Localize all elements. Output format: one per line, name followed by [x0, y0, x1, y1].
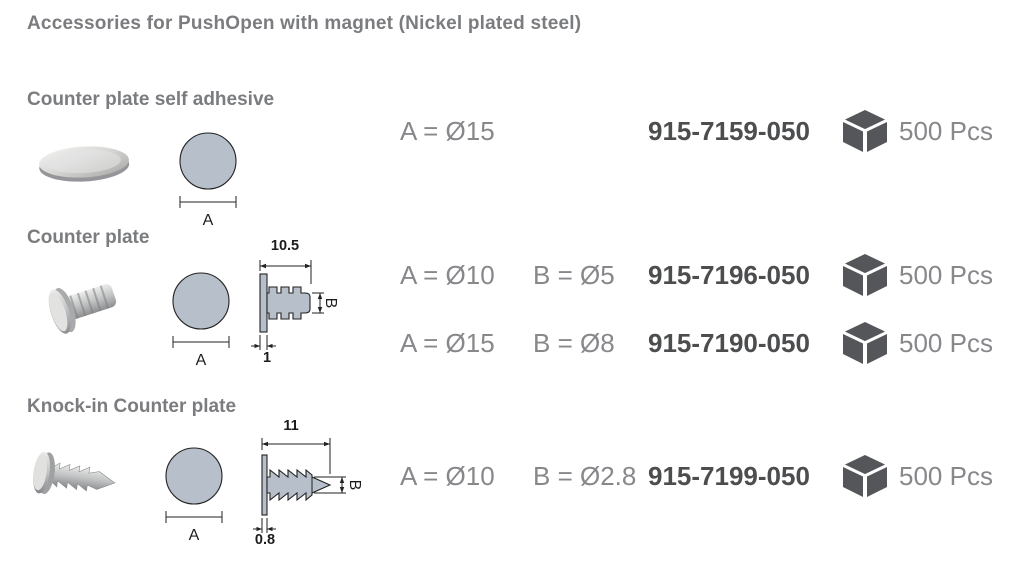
pack-quantity: 500 Pcs [899, 461, 993, 491]
diagram-dim-label-a: A [202, 212, 214, 229]
spec-dimension-b: B = Ø5 [533, 260, 615, 290]
dim-top-value: 10.5 [270, 238, 300, 254]
spec-dimension-a: A = Ø10 [400, 260, 495, 290]
part-number: 915-7159-050 [648, 116, 810, 146]
package-icon [843, 455, 887, 502]
dim-side-label-b: B [346, 479, 363, 491]
spec-dimension-a: A = Ø15 [400, 328, 495, 358]
diagram-dim-label-a: A [195, 352, 207, 369]
dim-side-label-b: B [322, 297, 339, 309]
section-heading-counter-plate: Counter plate [27, 227, 150, 248]
section-heading-knock-in-counter-plate: Knock-in Counter plate [27, 396, 237, 417]
diagram-side-knock-in: 11 B 0.8 [246, 418, 381, 558]
pack-quantity: 500 Pcs [899, 116, 993, 146]
spec-dimension-a: A = Ø10 [400, 461, 495, 491]
pack-quantity: 500 Pcs [899, 260, 993, 290]
spec-dimension-b: B = Ø8 [533, 328, 615, 358]
diagram-dim-label-a: A [188, 527, 200, 544]
page-title: Accessories for PushOpen with magnet (Ni… [27, 13, 582, 34]
part-number: 915-7199-050 [648, 461, 810, 491]
pack-quantity: 500 Pcs [899, 328, 993, 358]
spec-dimension-b: B = Ø2.8 [533, 461, 637, 491]
part-number: 915-7196-050 [648, 260, 810, 290]
diagram-circle-a-1: A [163, 128, 253, 232]
product-photo-knock-in-counter-plate [18, 444, 138, 523]
package-icon [843, 254, 887, 301]
product-photo-counter-plate [22, 272, 130, 347]
spec-dimension-a: A = Ø15 [400, 116, 495, 146]
product-photo-counter-plate-self-adhesive [34, 134, 134, 197]
diagram-circle-a-3: A [149, 443, 239, 547]
part-number: 915-7190-050 [648, 328, 810, 358]
package-icon [843, 322, 887, 369]
diagram-circle-a-2: A [156, 268, 246, 372]
dim-bottom-value: 1 [262, 350, 272, 366]
package-icon [843, 110, 887, 157]
dim-bottom-value: 0.8 [254, 532, 276, 548]
dim-top-value: 11 [283, 418, 299, 434]
section-heading-counter-plate-self-adhesive: Counter plate self adhesive [27, 89, 275, 110]
diagram-side-counter-plate: 10.5 B 1 [250, 238, 370, 374]
